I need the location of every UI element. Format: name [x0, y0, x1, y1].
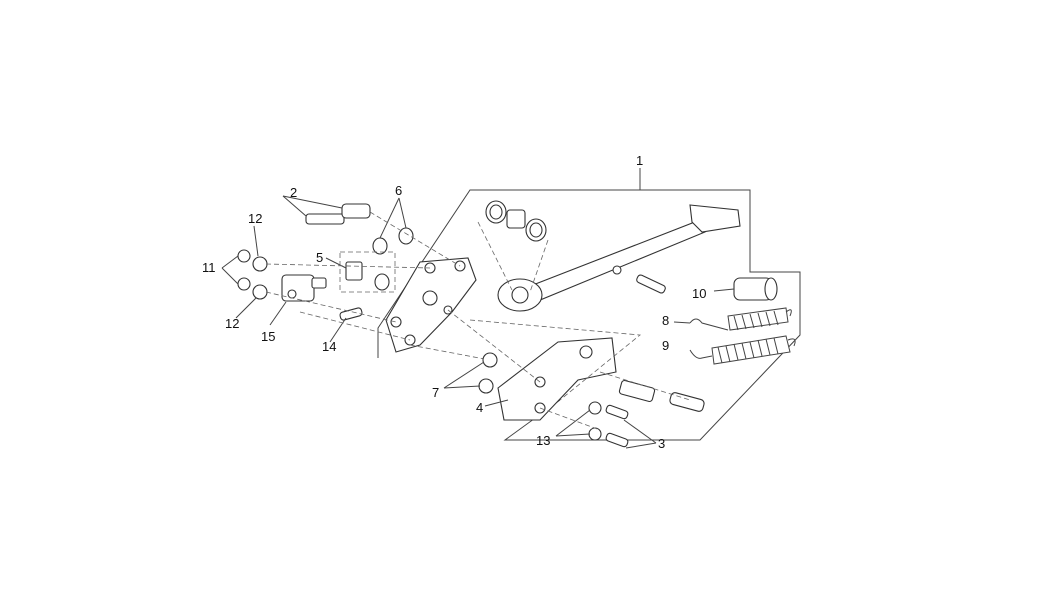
assembly-outline: [377, 189, 801, 441]
dash-box-5: [339, 251, 396, 293]
label-part-3: 3: [658, 436, 666, 451]
label-part-13: 13: [536, 433, 551, 448]
label-part-9: 9: [662, 338, 670, 353]
small-bolt: [636, 274, 666, 294]
label-part-5: 5: [316, 250, 324, 265]
sidestand-switch-15: [281, 274, 327, 302]
bracket-dash-outline: [469, 319, 642, 401]
side-stand-arm: [497, 204, 741, 312]
lower-bracket: [497, 337, 617, 421]
washers-7: [478, 352, 498, 394]
washers-6: [372, 227, 414, 291]
label-part-8: 8: [662, 313, 670, 328]
dash-bush-2: [529, 239, 549, 293]
washers-13-bolts-3: [588, 401, 629, 448]
label-part-14: 14: [322, 339, 337, 354]
bolts-2: [305, 203, 371, 225]
label-part-12-bottom: 12: [225, 316, 240, 331]
label-part-7: 7: [432, 385, 440, 400]
pin-14: [339, 307, 363, 321]
label-part-15: 15: [261, 329, 276, 344]
pivot-bolt: [618, 379, 705, 412]
label-part-6: 6: [395, 183, 403, 198]
label-part-12-top: 12: [248, 211, 263, 226]
pivot-bushings: [485, 200, 547, 242]
dash-bush-1: [477, 221, 513, 291]
label-part-10: 10: [692, 286, 707, 301]
nut-5: [345, 261, 363, 281]
spring-8: [689, 307, 792, 331]
label-part-1: 1: [636, 153, 644, 168]
nuts-11-washers-12: [237, 249, 268, 300]
spring-9: [689, 335, 796, 365]
bushing-10: [733, 277, 778, 301]
label-part-2: 2: [290, 185, 298, 200]
label-part-4: 4: [476, 400, 484, 415]
label-part-11: 11: [202, 260, 216, 275]
mounting-plate: [385, 257, 477, 353]
